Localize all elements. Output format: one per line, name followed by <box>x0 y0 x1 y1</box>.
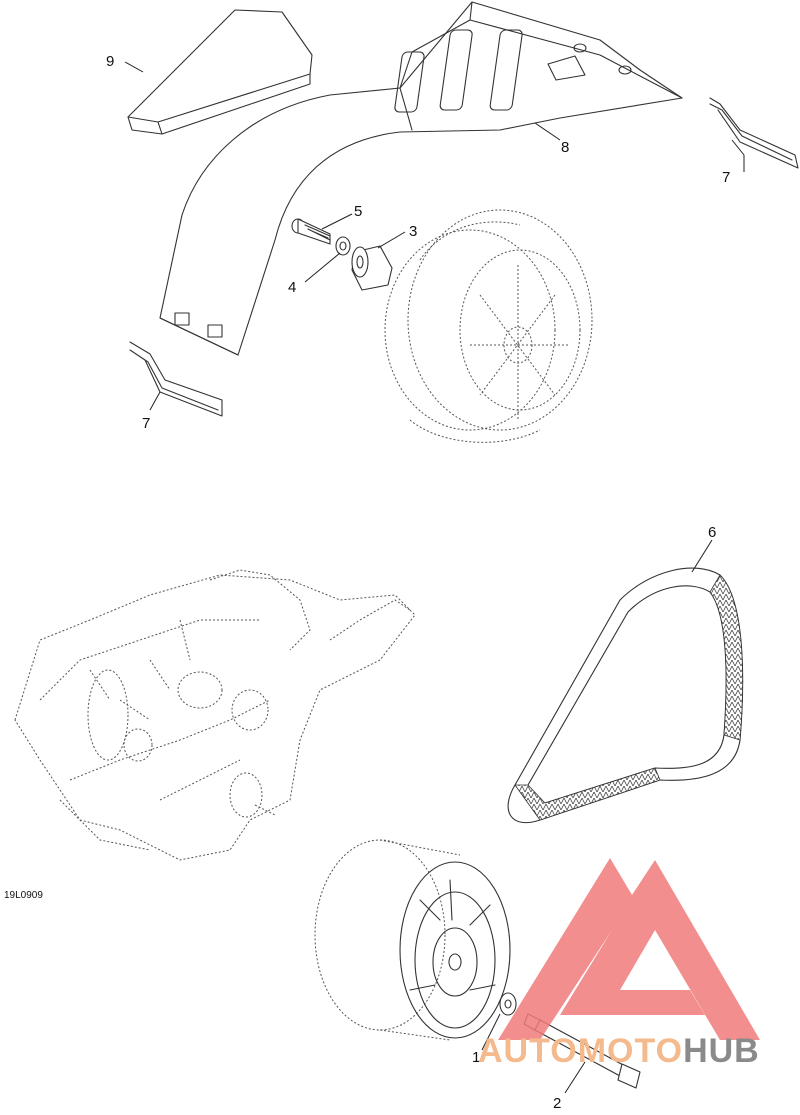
part-3-spacer <box>351 245 393 291</box>
watermark-triangle-mark <box>498 858 760 1040</box>
part-8-belt-guard <box>159 1 683 356</box>
callout-5: 5 <box>354 203 362 220</box>
callout-7-right: 7 <box>722 169 730 186</box>
upper-pulley <box>384 209 593 443</box>
callout-4: 4 <box>288 279 296 296</box>
callout-1: 1 <box>472 1049 480 1066</box>
callout-3: 3 <box>409 223 417 240</box>
callout-9: 9 <box>106 53 114 70</box>
watermark-text-a: AUTOMOTO <box>478 1032 683 1070</box>
part-9-mesh-pad <box>127 9 313 135</box>
callout-8: 8 <box>561 139 569 156</box>
part-6-drive-belt <box>507 567 744 824</box>
watermark-text: AUTOMOTOHUB <box>478 1032 760 1070</box>
part-7-clip-left <box>129 341 223 417</box>
lower-pulley <box>314 839 511 1041</box>
part-5-bolt <box>291 218 331 245</box>
part-1-washer <box>499 992 517 1016</box>
part-4-washer <box>335 236 351 256</box>
callout-2: 2 <box>553 1095 561 1112</box>
leader-lines <box>124 61 745 1094</box>
callout-6: 6 <box>708 524 716 541</box>
callout-7-left: 7 <box>142 415 150 432</box>
figure-reference: 19L0909 <box>4 890 43 901</box>
watermark-text-b: HUB <box>683 1032 760 1070</box>
callouts: 9 8 7 7 5 3 4 6 1 2 <box>106 53 730 1112</box>
part-7-clip-right <box>709 97 799 169</box>
watermark-logo <box>498 858 760 1040</box>
engine <box>14 569 416 861</box>
